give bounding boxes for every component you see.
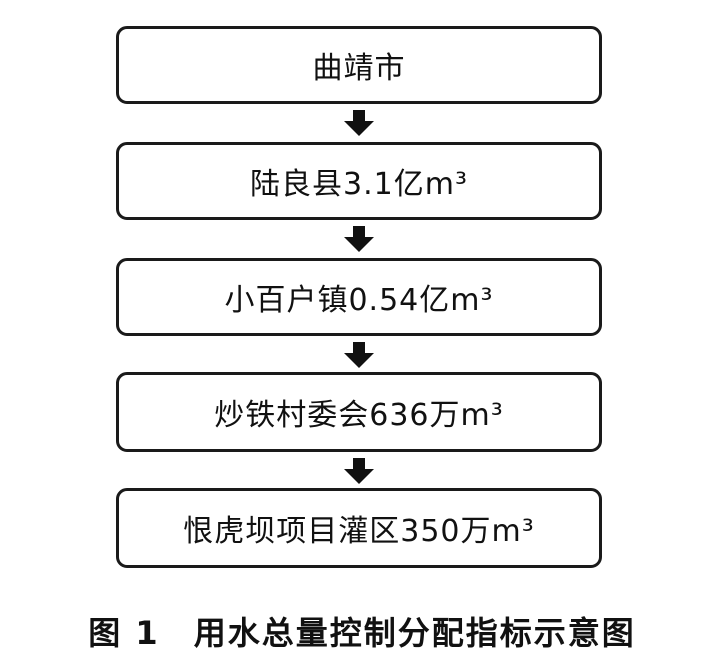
figure-title: 用水总量控制分配指标示意图 <box>193 614 636 652</box>
flow-box-label: 小百户镇0.54亿m³ <box>224 283 494 318</box>
flow-box-town: 小百户镇0.54亿m³ <box>116 258 602 336</box>
flow-box-label: 曲靖市 <box>312 51 406 86</box>
flow-box-county: 陆良县3.1亿m³ <box>116 142 602 220</box>
flow-box-city: 曲靖市 <box>116 26 602 104</box>
flow-box-label: 炒铁村委会636万m³ <box>214 398 504 433</box>
down-arrow-icon <box>344 342 374 368</box>
flow-box-label: 恨虎坝项目灌区350万m³ <box>183 514 535 549</box>
flow-box-village-committee: 炒铁村委会636万m³ <box>116 372 602 452</box>
figure-number: 图 1 <box>88 614 160 652</box>
down-arrow-icon <box>344 458 374 484</box>
down-arrow-icon <box>344 110 374 136</box>
flow-box-label: 陆良县3.1亿m³ <box>250 167 468 202</box>
flow-box-irrigation-district: 恨虎坝项目灌区350万m³ <box>116 488 602 568</box>
down-arrow-icon <box>344 226 374 252</box>
figure-caption: 图 1 用水总量控制分配指标示意图 <box>0 608 724 654</box>
